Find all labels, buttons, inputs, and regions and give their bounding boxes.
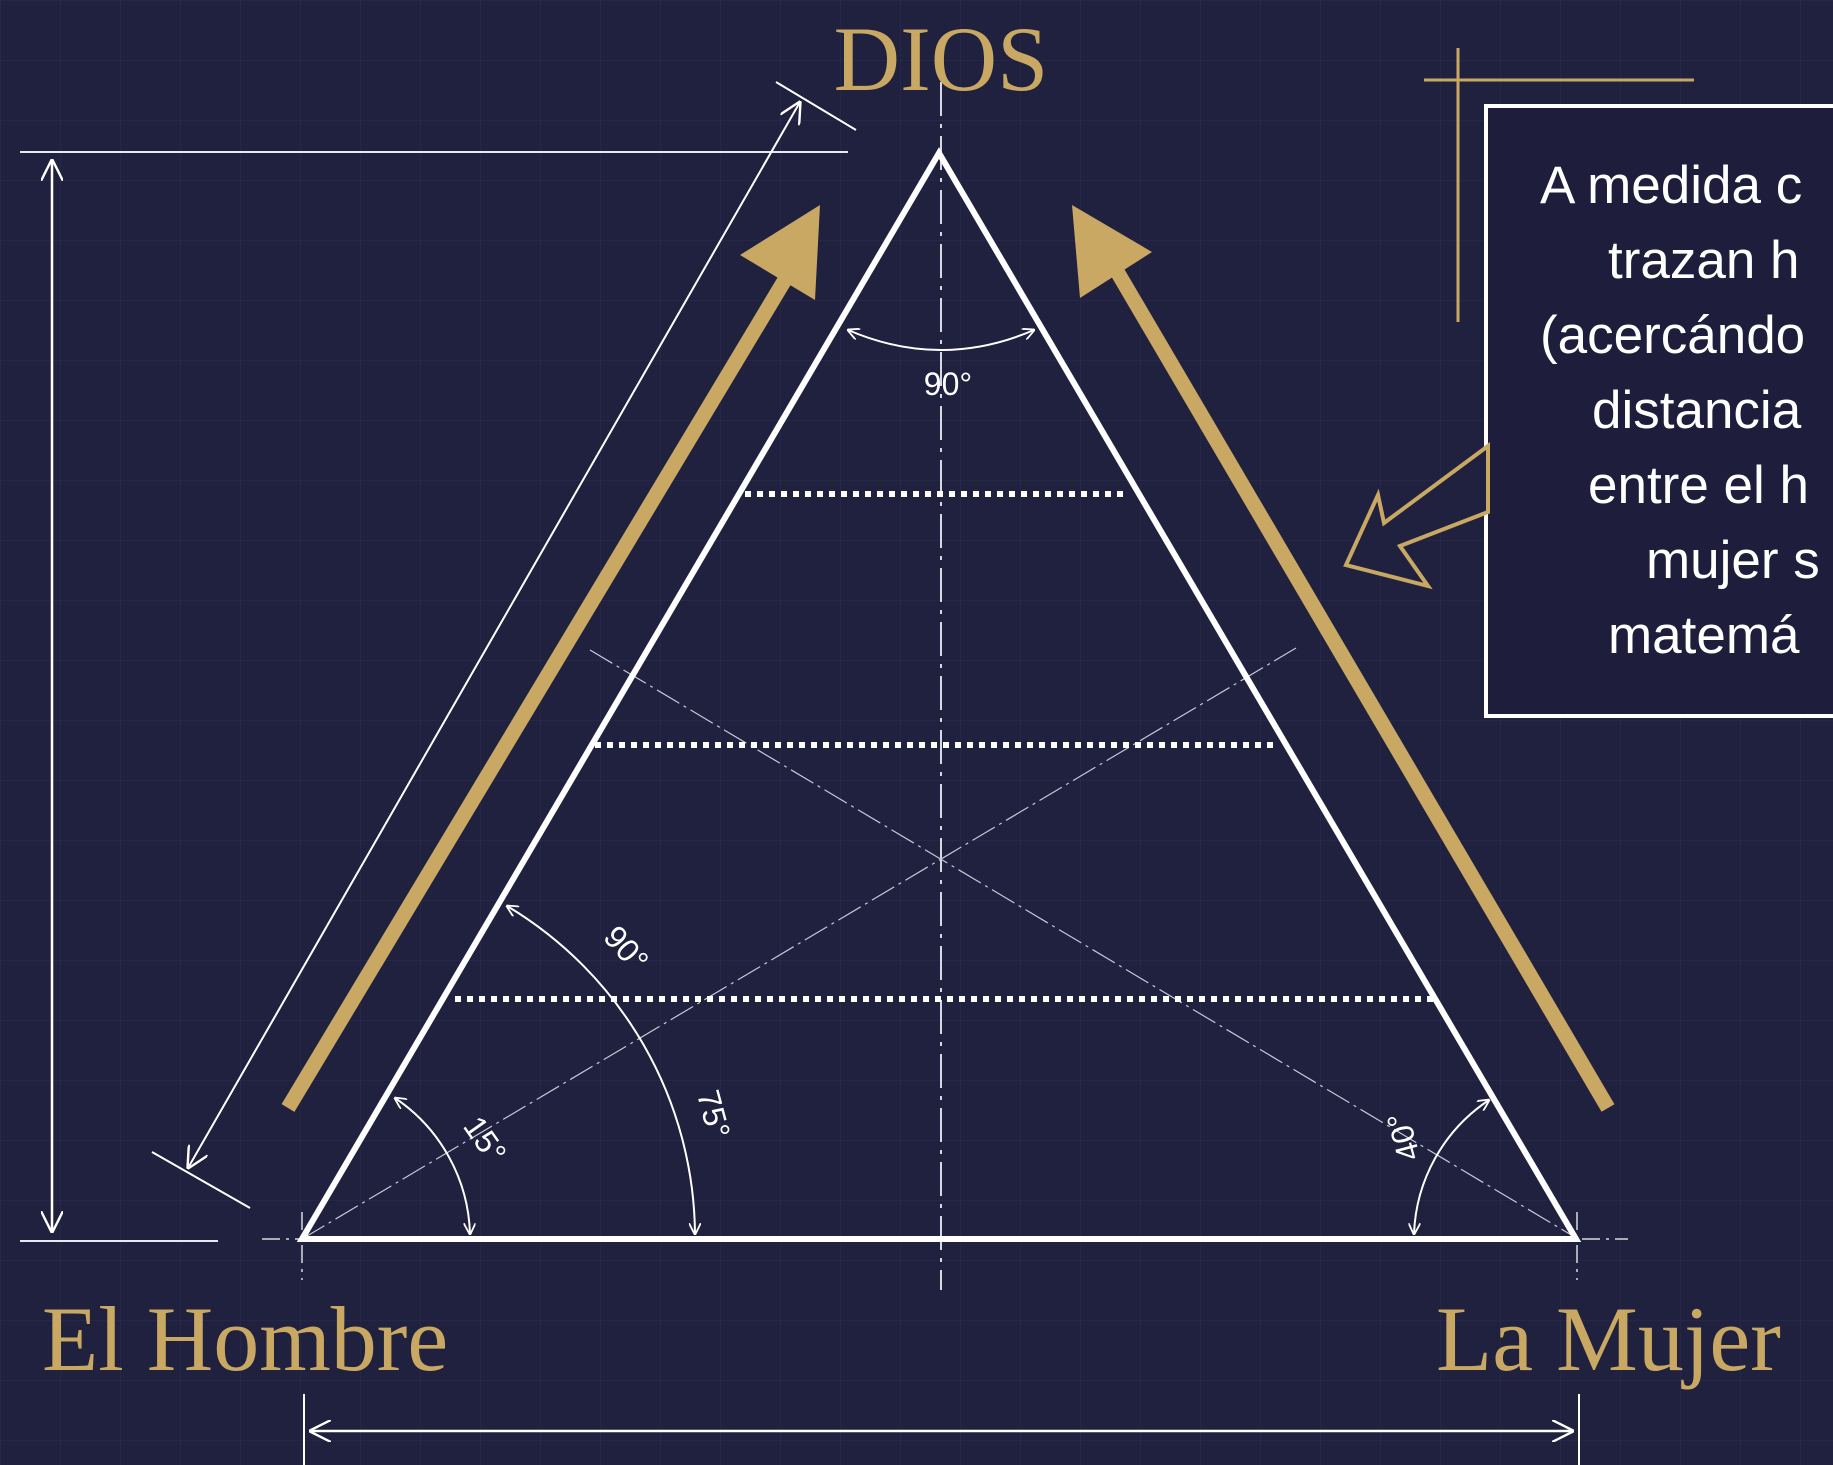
apex-angle-label: 90° [924,366,972,402]
base-dimension [303,1394,1580,1465]
callout-line: trazan h [1608,231,1800,290]
left-small-angle-arc [395,1098,470,1234]
slant-dimension [151,81,857,1209]
main-triangle [296,147,1582,1242]
callout-line: matemá [1608,606,1800,665]
callout-box [1484,104,1833,718]
apex-angle-arc [848,330,1034,351]
el-hombre-label: El Hombre [42,1288,448,1390]
callout-text: A medida c trazan h (acercándo distancia… [1540,156,1820,665]
right-angle-arc [1414,1100,1489,1234]
callout-line: distancia [1592,381,1802,440]
dios-label: DIOS [834,8,1049,110]
dotted-levels [455,491,1435,1002]
callout-pointer-arrow [1343,442,1490,590]
callout-line: A medida c [1540,156,1802,215]
la-mujer-label: La Mujer [1436,1288,1781,1390]
diagonal-construction-line [301,647,1297,1240]
callout-line: entre el h [1588,456,1809,515]
callout-line: (acercándo [1540,306,1805,365]
right-gold-arrow [1072,205,1615,1112]
callout-line: mujer s [1646,531,1820,590]
left-large-angle-arc [507,906,695,1234]
left-gold-arrow [281,205,820,1112]
